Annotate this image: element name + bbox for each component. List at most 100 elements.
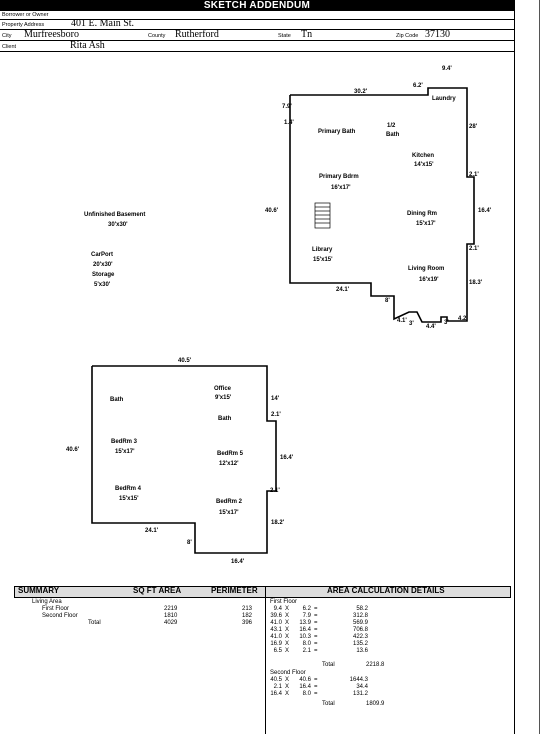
calc-cell: = xyxy=(314,613,318,619)
dim-label: 3' xyxy=(444,320,449,326)
first-floor-outline xyxy=(289,87,475,323)
county-value: Rutherford xyxy=(175,29,219,40)
page-gutter xyxy=(515,0,550,734)
second-floor-outline xyxy=(91,365,277,554)
summary-row-label: Total xyxy=(88,620,101,626)
calc-cell: 41.0 xyxy=(270,620,282,626)
dim-label: 30.2' xyxy=(354,89,368,95)
room-label: 20'x30' xyxy=(93,262,113,268)
room-label: 5'x30' xyxy=(94,282,111,288)
room-label: Bath xyxy=(386,132,400,138)
summary-row-perimeter: 213 xyxy=(242,606,253,612)
dim-label: 8' xyxy=(385,298,390,304)
property-value: 401 E. Main St. xyxy=(71,18,135,29)
dim-label: 16.4' xyxy=(280,455,294,461)
room-label: 15'x15' xyxy=(313,257,333,263)
dim-label: 14' xyxy=(271,396,280,402)
dim-label: 4.2' xyxy=(458,316,468,322)
calc-cell: 312.8 xyxy=(352,613,368,619)
room-label: CarPort xyxy=(91,252,113,258)
calc-cell: = xyxy=(314,684,318,690)
first-total-value: 2218.8 xyxy=(366,662,385,668)
calc-cell: = xyxy=(314,648,318,654)
page-title: SKETCH ADDENDUM xyxy=(0,0,514,11)
calc-cell: = xyxy=(314,606,318,612)
room-label: BedRm 3 xyxy=(111,439,138,445)
city-value: Murfreesboro xyxy=(24,29,79,40)
calc-cell: = xyxy=(314,691,318,697)
room-label: Dining Rm xyxy=(407,211,437,217)
client-value: Rita Ash xyxy=(70,40,105,51)
calc-cell: X xyxy=(285,606,290,612)
borrower-label: Borrower or Owner xyxy=(2,12,49,18)
room-label: 9'x15' xyxy=(215,395,232,401)
dim-label: 2.1' xyxy=(469,172,479,178)
room-label: BedRm 2 xyxy=(216,499,243,505)
summary-row-perimeter: 182 xyxy=(242,613,253,619)
room-label: Storage xyxy=(92,272,115,278)
summary-row-sqft: 2219 xyxy=(164,606,178,612)
calc-cell: 131.2 xyxy=(352,691,368,697)
state-label: State xyxy=(278,33,291,39)
county-label: County xyxy=(148,33,166,39)
calc-cell: 13.6 xyxy=(356,648,368,654)
zip-label: Zip Code xyxy=(396,33,419,39)
room-label: 15'x17' xyxy=(416,221,436,227)
calc-cell: 40.6 xyxy=(299,677,311,683)
calc-cell: = xyxy=(314,677,318,683)
room-label: 15'x17' xyxy=(115,449,135,455)
room-label: 16'x17' xyxy=(331,185,351,191)
column-divider xyxy=(265,597,266,734)
second-floor-label: Second Floor xyxy=(270,670,306,676)
calc-cell: X xyxy=(285,613,290,619)
calc-cell: 8.0 xyxy=(302,691,311,697)
dim-label: 28' xyxy=(469,124,478,130)
calc-header: AREA CALCULATION DETAILS xyxy=(327,586,445,595)
calc-cell: 10.3 xyxy=(299,634,311,640)
city-label: City xyxy=(2,33,12,39)
dim-label: 2.1' xyxy=(271,412,281,418)
state-value: Tn xyxy=(301,29,313,40)
floor-plan-sketch: 9.4' 30.2' 6.2' 7.9' 1.4' 28' 2.1' 16.4'… xyxy=(66,66,492,565)
calc-cell: 16.4 xyxy=(299,684,311,690)
calc-cell: 41.0 xyxy=(270,634,282,640)
room-label: Office xyxy=(214,386,232,392)
dim-label: 40.6' xyxy=(265,208,279,214)
room-label: BedRm 5 xyxy=(217,451,244,457)
calc-cell: = xyxy=(314,627,318,633)
room-label: Unfinished Basement xyxy=(84,212,145,218)
second-total-value: 1809.9 xyxy=(366,701,385,707)
calc-cell: 6.5 xyxy=(273,648,282,654)
room-label: 14'x15' xyxy=(414,162,434,168)
area-summary: SUMMARY SQ FT AREA PERIMETER AREA CALCUL… xyxy=(14,586,511,734)
calc-cell: X xyxy=(285,684,290,690)
calc-cell: 58.2 xyxy=(356,606,368,612)
room-label: Living Room xyxy=(408,266,444,272)
dim-label: 3' xyxy=(409,321,414,327)
dim-label: 18.2' xyxy=(271,520,285,526)
room-label: Library xyxy=(312,247,333,253)
dim-label: 16.4' xyxy=(231,559,245,565)
dim-label: 4.1' xyxy=(397,318,407,324)
calc-cell: X xyxy=(285,648,290,654)
sketch-page: SKETCH ADDENDUM Borrower or Owner Proper… xyxy=(0,0,515,734)
calc-cell: X xyxy=(285,627,290,633)
room-label: Kitchen xyxy=(412,153,434,159)
dim-label: 24.1' xyxy=(336,287,350,293)
calc-cell: 135.2 xyxy=(352,641,368,647)
dim-label: 6.2' xyxy=(413,83,423,89)
room-label: Laundry xyxy=(432,96,456,102)
calc-cell: = xyxy=(314,641,318,647)
dim-label: 40.6' xyxy=(66,447,80,453)
room-label: Bath xyxy=(218,416,232,422)
calc-cell: 6.2 xyxy=(302,606,311,612)
dim-label: 1.4' xyxy=(284,120,294,126)
client-row: Client Rita Ash xyxy=(0,40,514,52)
second-total-label: Total xyxy=(322,701,335,707)
staircase-icon xyxy=(314,202,331,229)
borrower-row: Borrower or Owner xyxy=(0,11,514,20)
room-label: BedRm 4 xyxy=(115,486,142,492)
dim-label: 18.3' xyxy=(469,280,483,286)
dim-label: 24.1' xyxy=(145,528,159,534)
room-label: Primary Bdrm xyxy=(319,174,359,180)
